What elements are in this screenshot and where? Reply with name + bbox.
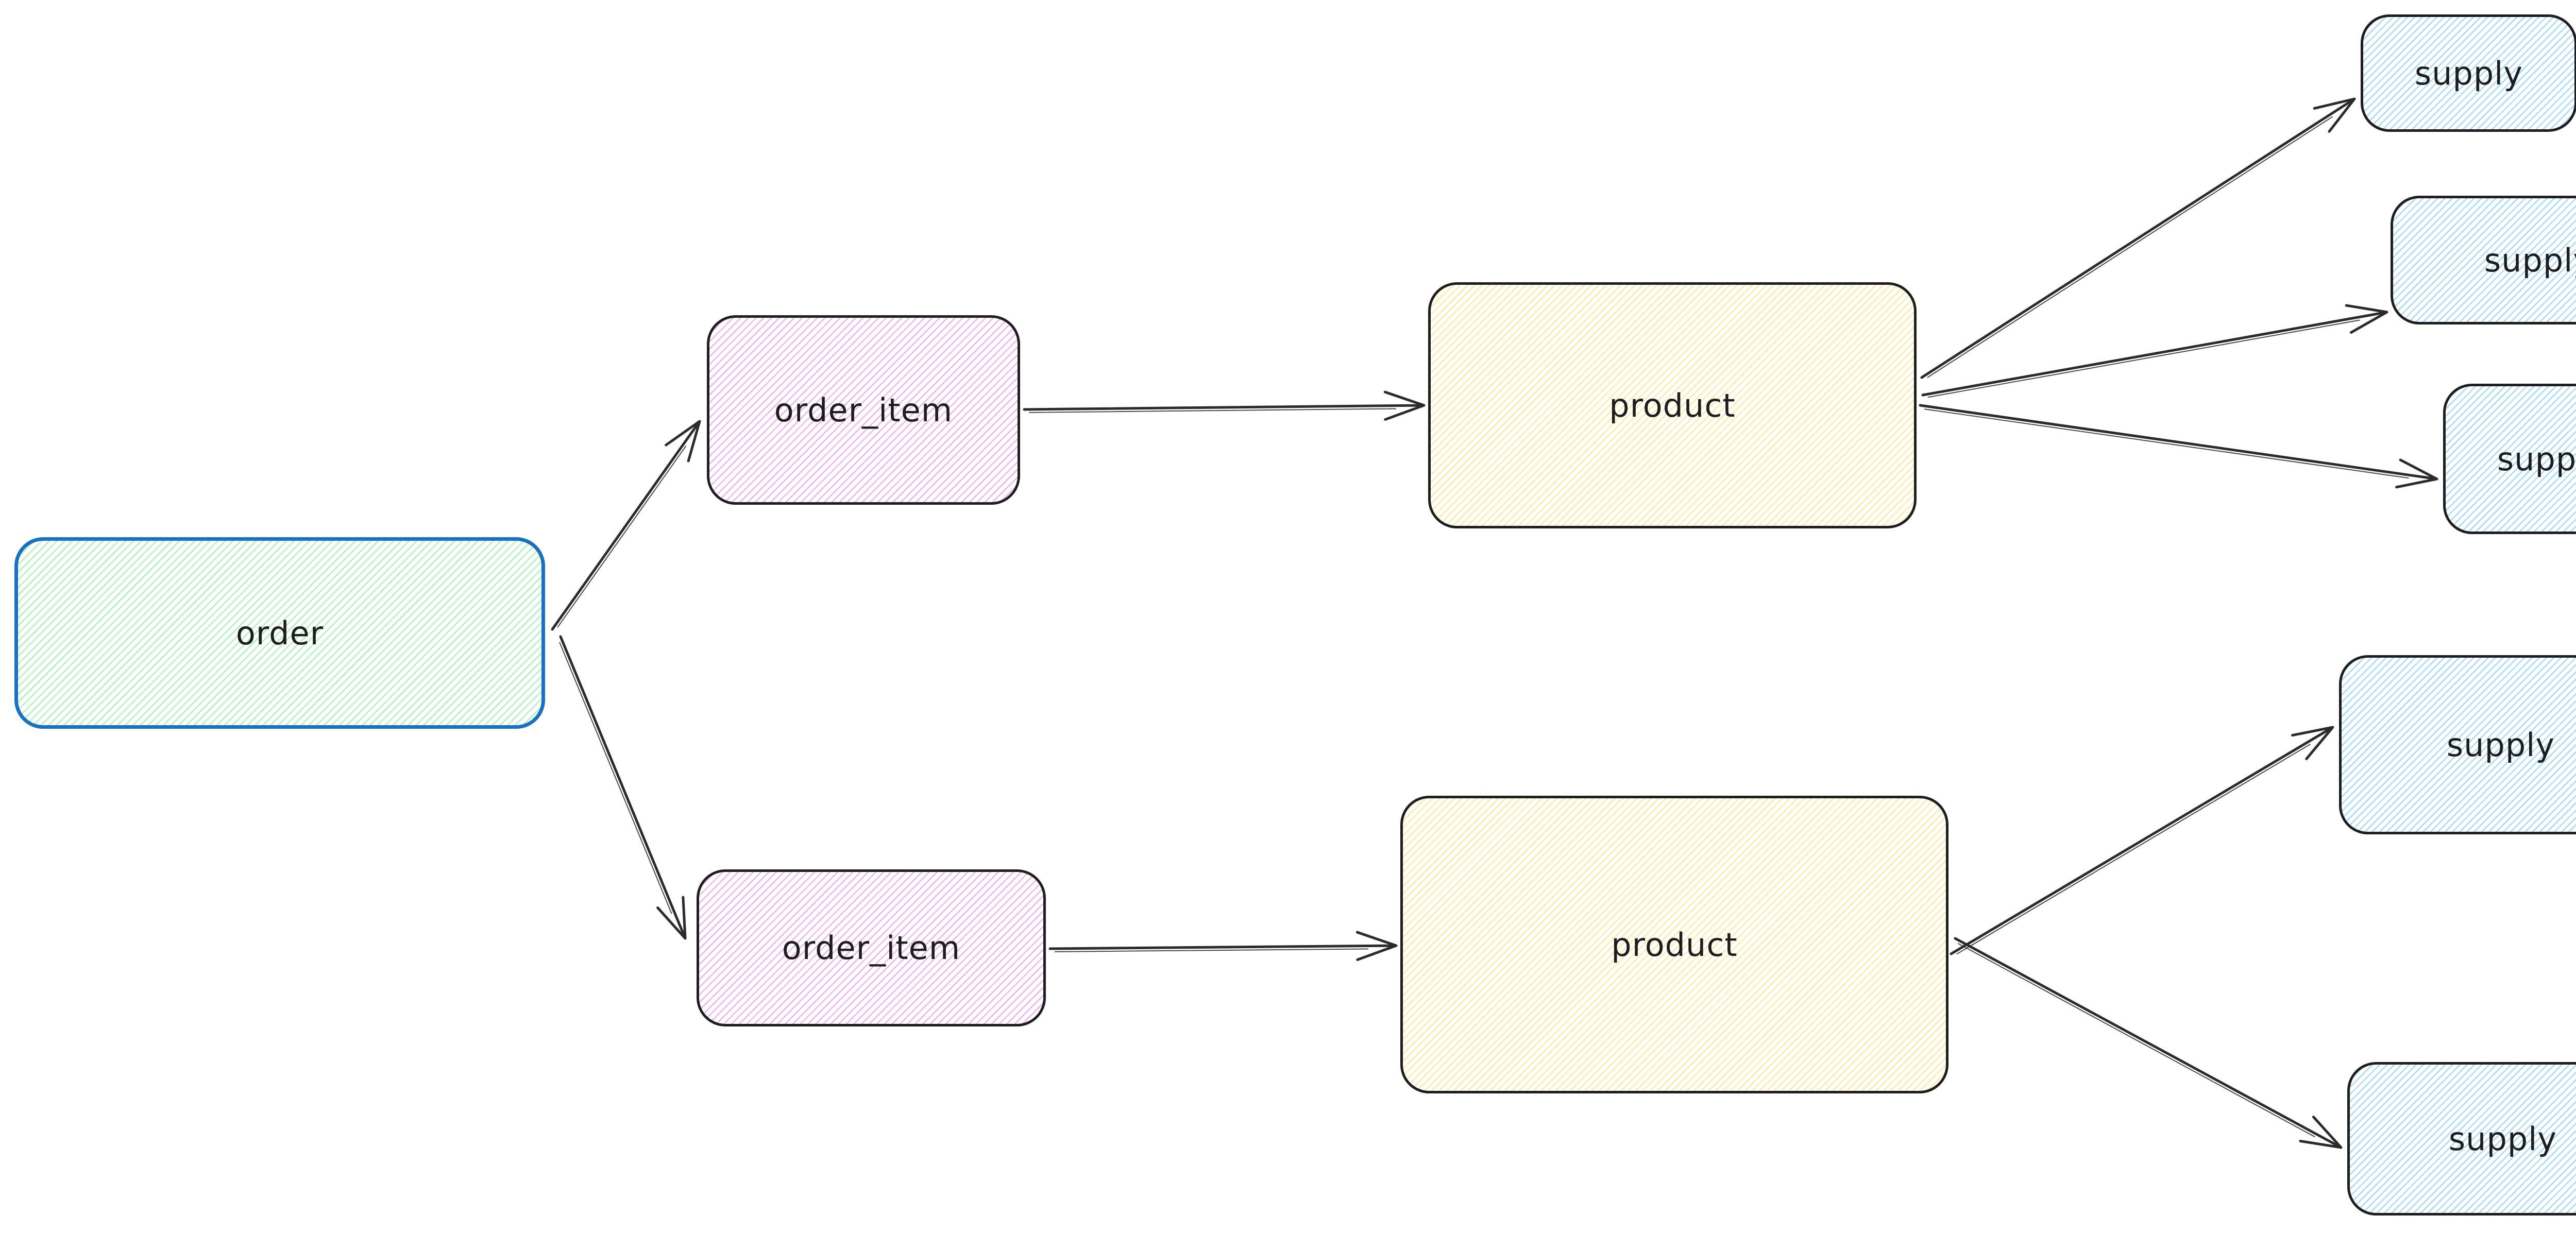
node-label-order_item_1: order_item [774, 391, 953, 429]
arrowhead-icon [2291, 726, 2334, 760]
edge-shaft [1950, 728, 2331, 955]
edge-shaft-sketch [1029, 408, 1397, 413]
node-supply_3: supply [2443, 384, 2576, 534]
arrowhead-icon [2313, 97, 2356, 133]
node-order_item_1: order_item [707, 315, 1020, 505]
edge-product_2-to-supply_4 [1950, 726, 2334, 955]
node-supply_4: supply [2339, 655, 2576, 834]
arrowhead-icon [1383, 390, 1426, 421]
node-product_1: product [1428, 282, 1917, 528]
node-label-product_1: product [1609, 386, 1736, 424]
edge-shaft [1921, 311, 2384, 397]
arrowhead-icon [2345, 304, 2388, 334]
node-label-supply_3: supply [2497, 440, 2576, 478]
edge-shaft-sketch [1924, 408, 2409, 479]
node-order: order [14, 537, 545, 729]
edge-shaft-sketch [1927, 319, 2360, 398]
edge-shaft-sketch [1055, 948, 1369, 952]
node-label-supply_5: supply [2448, 1120, 2557, 1158]
arrowhead-icon [665, 420, 701, 463]
node-product_2: product [1400, 796, 1948, 1093]
edge-shaft [1954, 937, 2339, 1147]
arrowhead-icon [1355, 931, 1398, 961]
edge-shaft [1920, 99, 2352, 379]
edge-product_1-to-supply_1 [1920, 97, 2356, 379]
node-label-order_item_2: order_item [782, 929, 961, 967]
node-supply_1: supply [2361, 14, 2576, 132]
edge-product_1-to-supply_3 [1919, 404, 2438, 489]
arrowhead-icon [2299, 1116, 2343, 1149]
edge-shaft-sketch [559, 642, 672, 914]
edge-shaft-sketch [557, 446, 687, 628]
node-label-product_2: product [1611, 926, 1738, 964]
edge-order_item_2-to-product_2 [1048, 931, 1398, 961]
node-supply_2: supply [2391, 196, 2576, 324]
arrowhead-icon [656, 896, 687, 940]
edge-shaft [551, 423, 699, 631]
node-label-supply_2: supply [2484, 241, 2576, 279]
edge-shaft-sketch [1957, 943, 2315, 1138]
edge-shaft-sketch [1956, 744, 2311, 955]
edge-shaft-sketch [1927, 116, 2333, 378]
node-label-supply_4: supply [2446, 726, 2555, 764]
node-supply_5: supply [2347, 1062, 2576, 1215]
edge-order-to-order_item_2 [559, 635, 687, 940]
edge-shaft [559, 635, 685, 936]
edge-shaft [1023, 404, 1421, 411]
edge-product_1-to-supply_2 [1921, 304, 2388, 398]
arrowhead-icon [2395, 458, 2438, 489]
edge-order_item_1-to-product_1 [1023, 390, 1426, 421]
node-label-supply_1: supply [2414, 54, 2523, 92]
edge-shaft [1919, 404, 2434, 480]
edge-shaft [1048, 944, 1394, 950]
node-order_item_2: order_item [697, 869, 1046, 1026]
edge-order-to-order_item_1 [551, 420, 701, 631]
node-label-order: order [235, 614, 324, 652]
edge-product_2-to-supply_5 [1954, 937, 2343, 1149]
